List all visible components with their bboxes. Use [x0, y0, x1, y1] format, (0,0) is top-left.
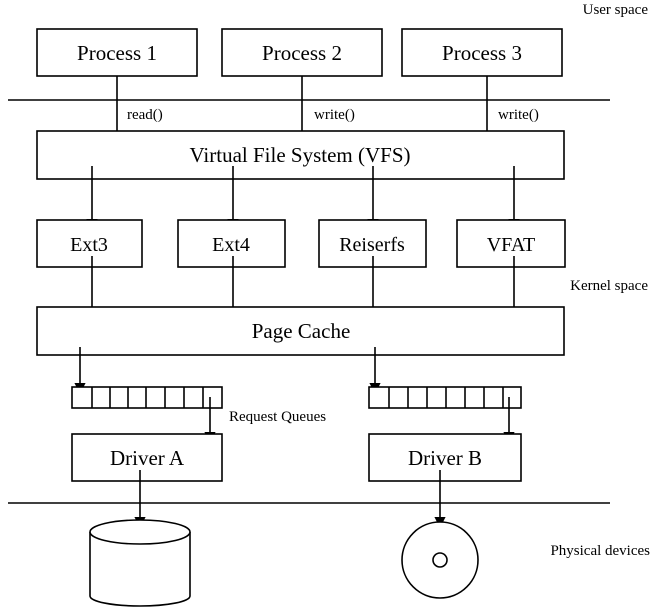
kernel-space-label: Kernel space	[570, 278, 648, 294]
syscall-read-label: read()	[127, 107, 163, 123]
fs-ext3-label: Ext3	[70, 234, 108, 256]
user-space-label: User space	[583, 2, 649, 18]
process-2: Process 2	[221, 28, 383, 77]
request-queue-a	[71, 386, 223, 409]
vfs-box: Virtual File System (VFS)	[36, 130, 565, 180]
driver-b: Driver B	[368, 433, 522, 482]
fs-vfat: VFAT	[456, 219, 566, 268]
driver-b-label: Driver B	[408, 446, 482, 470]
request-queues-label: Request Queues	[229, 409, 326, 425]
process-1: Process 1	[36, 28, 198, 77]
fs-vfat-label: VFAT	[487, 234, 536, 256]
syscall-write-label-1: write()	[314, 107, 355, 123]
fs-ext3: Ext3	[36, 219, 143, 268]
driver-a-label: Driver A	[110, 446, 185, 470]
page-cache-box: Page Cache	[36, 306, 565, 356]
fs-ext4: Ext4	[177, 219, 286, 268]
vfs-label: Virtual File System (VFS)	[190, 143, 411, 167]
request-queue-b	[368, 386, 522, 409]
page-cache-label: Page Cache	[252, 319, 351, 343]
process-1-label: Process 1	[77, 41, 157, 65]
syscall-write-label-2: write()	[498, 107, 539, 123]
fs-ext4-label: Ext4	[212, 234, 250, 256]
process-3: Process 3	[401, 28, 563, 77]
disk-icon	[89, 519, 191, 607]
fs-reiserfs-label: Reiserfs	[339, 234, 405, 256]
process-3-label: Process 3	[442, 41, 522, 65]
driver-a: Driver A	[71, 433, 223, 482]
optical-disc-icon	[401, 521, 479, 599]
physical-devices-label: Physical devices	[550, 543, 650, 559]
process-2-label: Process 2	[262, 41, 342, 65]
